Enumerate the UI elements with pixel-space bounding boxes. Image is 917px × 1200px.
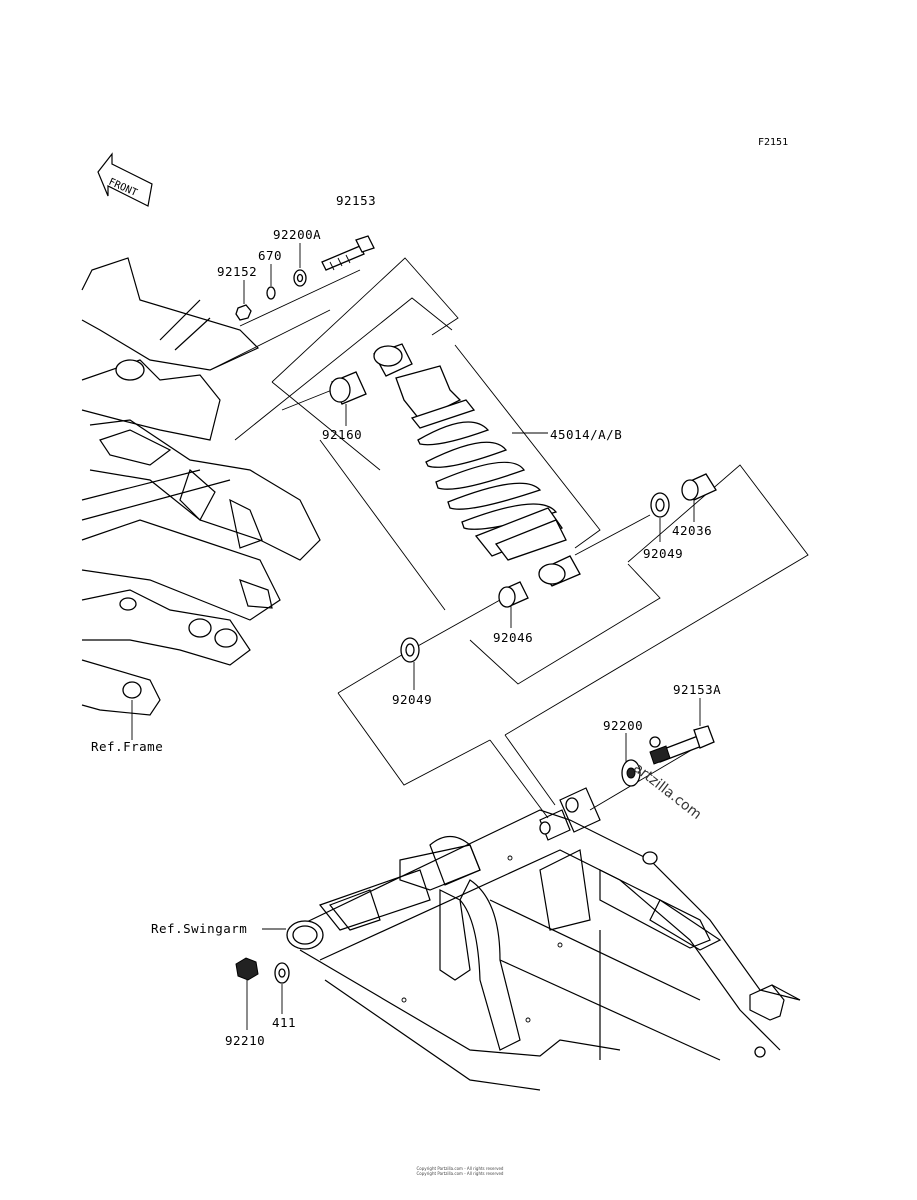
washer-92200 xyxy=(621,759,641,787)
label-45014: 45014/A/B xyxy=(550,427,623,442)
label-92210: 92210 xyxy=(225,1033,266,1048)
label-670: 670 xyxy=(258,248,283,263)
nut-92152 xyxy=(235,304,252,321)
copyright-footer: Copyright Partzilla.com - All rights res… xyxy=(300,1166,620,1176)
frame-drawing xyxy=(81,257,321,716)
ring-670 xyxy=(266,286,276,300)
label-92153A: 92153A xyxy=(673,682,722,697)
shock-absorber-45014 xyxy=(373,343,581,587)
seal-92049-lower xyxy=(400,637,420,663)
label-92046: 92046 xyxy=(493,630,534,645)
footer-line-1: Copyright Partzilla.com - All rights res… xyxy=(416,1166,504,1171)
swingarm-pivot-tube xyxy=(286,920,324,950)
label-ref-swingarm: Ref.Swingarm xyxy=(151,921,248,936)
leader-lines xyxy=(131,243,701,1030)
swingarm-drawing xyxy=(289,787,801,1091)
collar-42036 xyxy=(681,473,717,501)
label-411: 411 xyxy=(272,1015,297,1030)
bushing-92046 xyxy=(498,581,529,608)
front-arrow-label: FRONT xyxy=(107,177,139,199)
label-92049-upper: 92049 xyxy=(643,546,684,561)
label-ref-frame: Ref.Frame xyxy=(91,739,164,754)
bolt-92153 xyxy=(321,235,375,271)
bolt-92153A xyxy=(649,725,715,765)
guide-lines xyxy=(209,257,809,819)
figure-code: F2151 xyxy=(758,137,789,148)
label-92200A: 92200A xyxy=(273,227,322,242)
label-92152: 92152 xyxy=(217,264,258,279)
label-92160: 92160 xyxy=(322,427,363,442)
footer-line-2: Copyright Partzilla.com - All rights res… xyxy=(416,1171,504,1176)
collar-92160 xyxy=(329,371,367,405)
label-92049-lower: 92049 xyxy=(392,692,433,707)
washer-411 xyxy=(274,962,290,984)
label-42036: 42036 xyxy=(672,523,713,538)
seal-92049-upper xyxy=(650,492,670,518)
label-92153: 92153 xyxy=(336,193,377,208)
label-92200: 92200 xyxy=(603,718,644,733)
nut-92210 xyxy=(235,957,259,981)
front-arrow-icon: FRONT xyxy=(97,152,153,207)
washer-92200A xyxy=(293,269,307,287)
